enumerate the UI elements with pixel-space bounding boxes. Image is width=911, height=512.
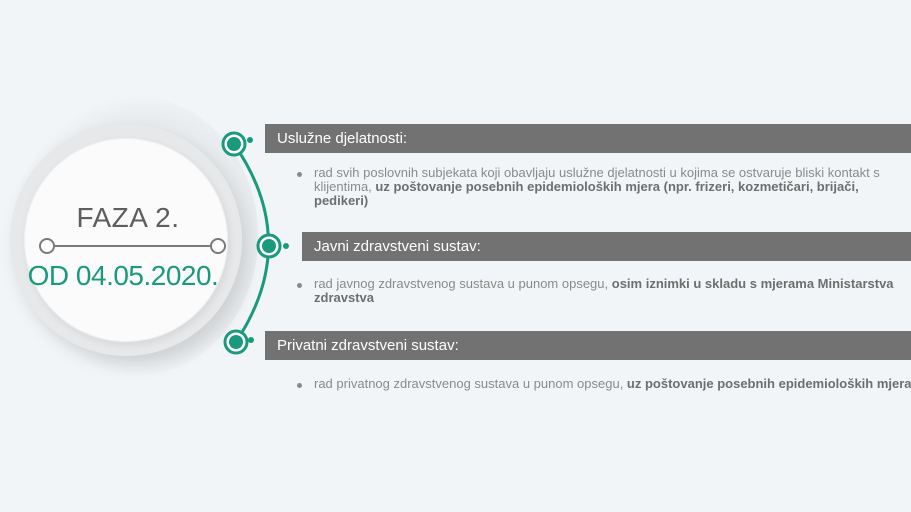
- phase-date: OD 04.05.2020.: [27, 260, 219, 291]
- bullet-dot: [297, 383, 302, 388]
- section-text-usluzne: rad svih poslovnih subjekata koji obavlj…: [314, 165, 880, 208]
- timeline-node-2: [256, 233, 289, 259]
- bullet-dot: [297, 172, 302, 177]
- section-text-javni: rad javnog zdravstvenog sustava u punom …: [314, 276, 894, 305]
- divider-right-dot: [210, 238, 226, 254]
- section-header-javni: Javni zdravstveni sustav:: [302, 232, 911, 261]
- divider-left-dot: [39, 238, 55, 254]
- bullet-dot: [297, 283, 302, 288]
- timeline-node-3: [223, 329, 254, 355]
- badge-divider: [50, 245, 216, 247]
- section-header-usluzne: Uslužne djelatnosti:: [265, 124, 911, 153]
- section-header-privatni: Privatni zdravstveni sustav:: [265, 331, 911, 360]
- phase-title: FAZA 2.: [76, 202, 180, 233]
- timeline-node-1: [221, 131, 253, 157]
- section-text-privatni: rad privatnog zdravstvenog sustava u pun…: [314, 377, 911, 391]
- badge-inner-circle: [24, 138, 228, 342]
